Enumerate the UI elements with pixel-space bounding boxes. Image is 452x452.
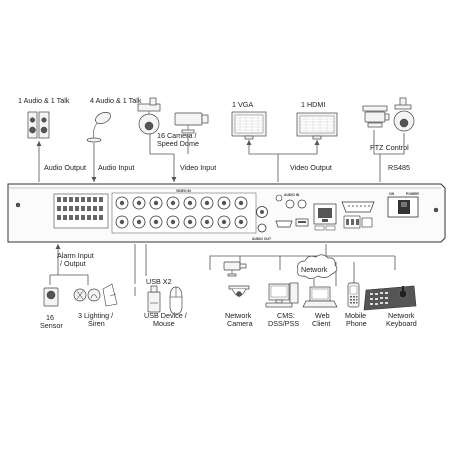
microphone-icon xyxy=(86,111,111,143)
usb-x2-label: USB X2 xyxy=(146,277,172,286)
speed-dome-camera-icon xyxy=(137,97,161,135)
ptz-speed-dome-icon xyxy=(393,97,415,132)
network-keyboard-label: Keyboard xyxy=(386,319,417,328)
mouse-icon xyxy=(169,286,183,315)
alarm-io-label: Alarm Input xyxy=(57,251,94,260)
alarm-terminal-block xyxy=(53,193,109,229)
mobile-phone-icon xyxy=(347,282,360,308)
camera-count-label: 16 Camera / xyxy=(157,131,197,140)
speaker-icon xyxy=(27,111,50,139)
network-label: Network xyxy=(301,265,328,274)
box-camera-icon xyxy=(174,112,209,134)
audio-in-panel-label: AUDIO IN xyxy=(284,193,300,197)
network-camera-label: Network xyxy=(225,311,252,320)
cms-label: CMS: xyxy=(277,311,295,320)
video-output-label: Video Output xyxy=(290,163,332,172)
alarm-io-sub-label: / Output xyxy=(60,259,86,268)
video-input-label: Video Input xyxy=(180,163,216,172)
io-ports xyxy=(275,201,375,231)
speed-dome-label: Speed Dome xyxy=(157,139,199,148)
usb-device-icon xyxy=(147,285,161,313)
sensor-count-label: 16 xyxy=(46,313,54,322)
dvr-back-panel: VIDEO IN AUDIO OUT AUDIO IN xyxy=(7,183,446,243)
web-client-label: Client xyxy=(312,319,330,328)
network-cloud-icon: Network xyxy=(297,254,338,279)
vga-monitor-icon xyxy=(231,111,267,140)
sensor-label: Sensor xyxy=(40,321,63,330)
cms-software-label: DSS/PSS xyxy=(268,319,299,328)
audio-4-talk-label: 4 Audio & 1 Talk xyxy=(90,96,142,105)
siren-label: Siren xyxy=(88,319,105,328)
cms-computer-icon xyxy=(265,282,299,308)
mobile-phone-label: Phone xyxy=(346,319,367,328)
network-keyboard-icon xyxy=(363,285,417,311)
video-input-bnc-ports: VIDEO IN xyxy=(111,189,257,234)
sensor-icon xyxy=(43,287,59,307)
mouse-label: Mouse xyxy=(153,319,175,328)
laptop-icon xyxy=(302,286,338,308)
network-camera-sub-label: Camera xyxy=(227,319,253,328)
keyboard-network-label: Network xyxy=(388,311,415,320)
power-switch: ON POWER xyxy=(387,192,419,218)
hdmi-monitor-icon xyxy=(296,112,338,140)
web-label: Web xyxy=(315,311,330,320)
hdmi-label: 1 HDMI xyxy=(301,100,325,109)
audio-out-ports: AUDIO OUT AUDIO IN xyxy=(252,193,307,241)
audio-output-label: Audio Output xyxy=(44,163,86,172)
ptz-camera-icon xyxy=(362,105,390,128)
network-camera-icon xyxy=(223,261,250,297)
mobile-label: Mobile xyxy=(345,311,366,320)
power-label: POWER xyxy=(406,192,419,196)
lighting-siren-icon xyxy=(73,283,118,307)
ptz-control-label: PTZ Control xyxy=(370,143,409,152)
audio-out-panel-label: AUDIO OUT xyxy=(252,237,272,241)
lighting-count-label: 3 Lighting / xyxy=(78,311,113,320)
audio-input-label: Audio Input xyxy=(98,163,134,172)
usb-device-label: USB Device / xyxy=(144,311,187,320)
power-on-label: ON xyxy=(389,192,395,196)
audio-1-talk-label: 1 Audio & 1 Talk xyxy=(18,96,70,105)
rs485-label: RS485 xyxy=(388,163,410,172)
vga-label: 1 VGA xyxy=(232,100,253,109)
video-in-panel-label: VIDEO IN xyxy=(176,189,191,193)
